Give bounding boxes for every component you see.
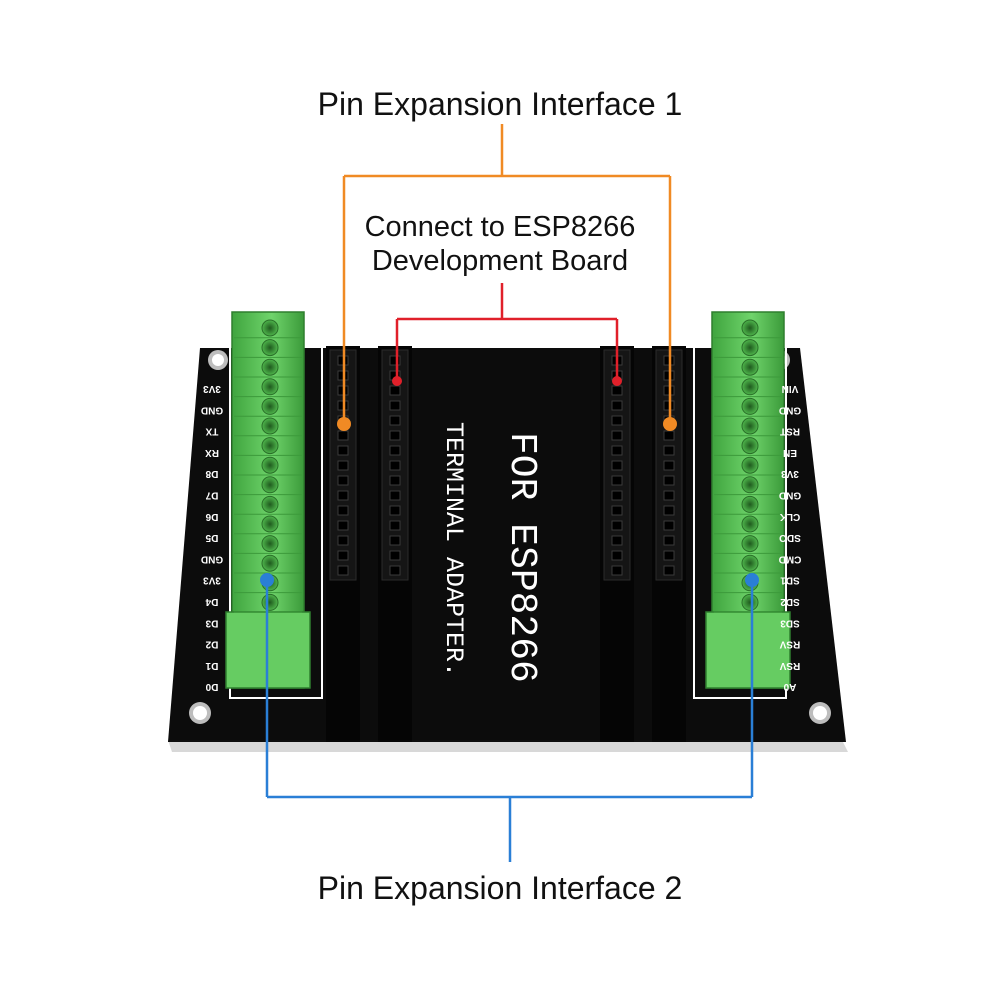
- pin-label: RSV: [779, 660, 800, 671]
- right-terminal-block: [705, 311, 791, 689]
- connect-to-board-label: Connect to ESP8266 Development Board: [300, 210, 700, 278]
- pin-label: D1: [205, 660, 218, 671]
- pin-label: GND: [779, 404, 801, 415]
- pin-label: RST: [780, 426, 800, 437]
- pin-label: TX: [205, 426, 218, 437]
- pin-label: D4: [205, 596, 218, 607]
- pin-label: RSV: [779, 639, 800, 650]
- pin-label: D6: [205, 511, 218, 522]
- mounting-holes: [189, 350, 831, 724]
- pin-label: D8: [205, 468, 218, 479]
- pin-label: GND: [201, 553, 223, 564]
- pin-label: VIN: [782, 383, 799, 394]
- pin-label: A0: [783, 681, 796, 692]
- connect-right-dot: [612, 376, 622, 386]
- board-subtitle: TERMINAL ADAPTER.: [439, 422, 468, 677]
- female-header-2: [378, 346, 412, 742]
- female-header-3: [600, 346, 634, 742]
- interface-1-right-dot: [663, 417, 677, 431]
- pin-label: D3: [205, 617, 218, 628]
- pin-label: GND: [779, 490, 801, 501]
- connect-label-line-2: Development Board: [371, 245, 629, 277]
- pin-label: RX: [205, 447, 219, 458]
- connect-label-line-1: Connect to ESP8266: [364, 211, 636, 243]
- interface-2-right-dot: [745, 573, 759, 587]
- pin-label: D0: [205, 681, 218, 692]
- pin-label: CLK: [779, 511, 800, 522]
- pin-label: SDO: [779, 532, 801, 543]
- pin-label: SD3: [780, 617, 800, 628]
- pin-label: SD2: [780, 596, 800, 607]
- pin-label: 3V3: [203, 575, 221, 586]
- pin-expansion-interface-2-label: Pin Expansion Interface 2: [317, 870, 683, 906]
- connect-callout-lines: [395, 283, 619, 381]
- pin-label: D2: [205, 639, 218, 650]
- pin-label: SD1: [780, 575, 800, 586]
- female-header-1: [326, 346, 360, 742]
- right-pin-labels: VINGNDRSTEN3V3GNDCLKSDOCMDSD1SD2SD3RSVRS…: [779, 383, 802, 692]
- pin-label: 3V3: [203, 383, 221, 394]
- pcb-edge: [168, 740, 848, 752]
- interface-1-left-dot: [337, 417, 351, 431]
- pin-label: GND: [201, 404, 223, 415]
- interface-2-left-dot: [260, 573, 274, 587]
- board-title: FOR ESP8266: [500, 432, 543, 683]
- pin-label: D5: [205, 532, 218, 543]
- pin-expansion-interface-1-label: Pin Expansion Interface 1: [317, 86, 683, 122]
- pin-label: 3V3: [781, 468, 799, 479]
- connect-left-dot: [392, 376, 402, 386]
- pin-label: EN: [783, 447, 797, 458]
- pin-label: D7: [205, 490, 218, 501]
- pin-label: CMD: [779, 553, 802, 564]
- interface-2-callout-lines: [265, 580, 754, 862]
- interface-1-callout-lines: [342, 124, 672, 424]
